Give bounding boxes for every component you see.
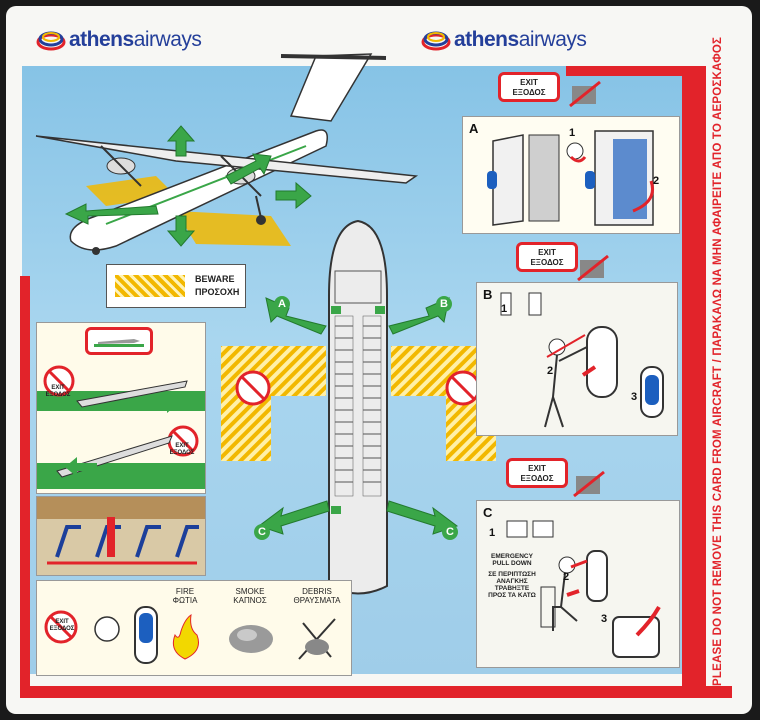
- debris-label-gr: ΘΡΑΥΣΜΑΤΑ: [293, 596, 341, 605]
- logo-swirl-icon: [36, 31, 66, 51]
- emergency-gr-2: ΑΝΑΓΚΗΣ: [496, 578, 528, 585]
- emergency-gr-1: ΣΕ ΠΕΡΙΠΤΩΣΗ: [488, 571, 536, 578]
- emergency-exit-icon: [506, 520, 661, 658]
- brand-name-bold: athens: [454, 28, 519, 51]
- red-border: [20, 276, 30, 696]
- exit-label-gr: ΕΞΟΔΟΣ: [49, 626, 75, 632]
- emergency-gr-4: ΠΡΟΣ ΤΑ ΚΑΤΩ: [488, 592, 536, 599]
- exit-label-en: EXIT: [538, 248, 556, 257]
- exit-letter-c: C: [254, 524, 270, 540]
- smoke-label-en: SMOKE: [235, 587, 265, 596]
- passenger-window-icon: [94, 606, 158, 664]
- no-baggage-icon: [573, 470, 605, 498]
- exit-a-letter: A: [469, 121, 479, 136]
- emergency-instruction: EMERGENCY PULL DOWN ΣΕ ΠΕΡΙΠΤΩΣΗ ΑΝΑΓΚΗΣ…: [483, 553, 541, 599]
- exit-label-gr: ΕΞΟΔΟΣ: [512, 88, 546, 97]
- debris-label-en: DEBRIS: [302, 587, 332, 596]
- exit-label-en: EXIT: [528, 464, 546, 473]
- step-2: 2: [653, 175, 660, 187]
- emergency-en-1: EMERGENCY: [491, 553, 533, 560]
- exit-letter-c: C: [442, 524, 458, 540]
- exit-b-panel: B 1 2 3: [476, 282, 678, 436]
- exit-c-panel: C 1 2 3 EMERGENCY PULL DOWN ΣΕ ΠΕΡΙΠΤΩΣΗ…: [476, 500, 680, 668]
- step-2: 2: [547, 365, 554, 377]
- overwing-exit-icon: [500, 292, 664, 428]
- brand-logo: athensairways: [36, 28, 202, 52]
- ditching-aircraft-box: [85, 327, 153, 355]
- beware-label-en: BEWARE: [195, 274, 235, 284]
- exit-a-panel: A 1 2: [462, 116, 680, 234]
- hazard-swatch: [115, 275, 185, 297]
- exit-letter-b: B: [436, 296, 452, 312]
- side-notice: PLEASE DO NOT REMOVE THIS CARD FROM AIRC…: [712, 36, 724, 686]
- step-2: 2: [563, 571, 570, 583]
- brand-name-light: airways: [133, 28, 202, 51]
- exit-b-letter: B: [483, 287, 493, 302]
- brace-seats-icon: [37, 497, 205, 565]
- hazard-zone-left: [221, 346, 326, 461]
- exit-c-letter: C: [483, 505, 493, 520]
- debris-icon: [298, 618, 336, 660]
- safety-card: athensairways athensairways PLEASE DO NO…: [6, 6, 752, 714]
- seat-rows: [334, 315, 382, 497]
- exit-label-en: EXIT: [175, 443, 189, 449]
- no-baggage-icon: [577, 254, 609, 282]
- red-border: [682, 66, 706, 698]
- exit-label-gr: ΕΞΟΔΟΣ: [520, 474, 554, 483]
- escape-arrows: [64, 125, 312, 247]
- emergency-gr-3: ΤΡΑΒΗΞΤΕ: [494, 585, 530, 592]
- exit-label-en: EXIT: [51, 385, 65, 391]
- exit-letter-a: A: [274, 296, 290, 312]
- brace-position-panel: [36, 496, 206, 576]
- beware-legend: BEWARE ΠΡΟΣΟΧΗ: [106, 264, 246, 308]
- red-border: [20, 686, 732, 698]
- brand-logo: athensairways: [421, 28, 587, 52]
- step-1: 1: [501, 303, 508, 315]
- no-exit-icon: [44, 610, 78, 644]
- cabin-plan: [221, 219, 496, 595]
- exit-label-en: EXIT: [55, 619, 69, 625]
- exit-label-en: EXIT: [520, 78, 538, 87]
- exit-label-gr: ΕΞΟΔΟΣ: [530, 258, 564, 267]
- no-baggage-icon: [569, 80, 601, 108]
- smoke-label-gr: ΚΑΠΝΟΣ: [233, 596, 267, 605]
- exit-label-gr: ΕΞΟΔΟΣ: [45, 392, 71, 398]
- step-1: 1: [489, 527, 496, 539]
- step-1: 1: [569, 127, 576, 139]
- emergency-en-2: PULL DOWN: [492, 560, 532, 567]
- fire-label-en: FIRE: [175, 587, 195, 596]
- fire-icon: [172, 613, 199, 660]
- fire-label-gr: ΦΩΤΙΑ: [172, 596, 198, 605]
- aircraft-illustration: [35, 53, 419, 255]
- logo-swirl-icon: [421, 31, 451, 51]
- plane-on-water-icon: [94, 339, 144, 347]
- step-3: 3: [631, 391, 638, 403]
- beware-label-gr: ΠΡΟΣΟΧΗ: [195, 287, 240, 297]
- door-operation-icon: [487, 130, 654, 226]
- brand-name-bold: athens: [69, 28, 134, 51]
- brand-name-light: airways: [518, 28, 587, 51]
- smoke-icon: [229, 625, 273, 653]
- step-3: 3: [601, 613, 608, 625]
- exit-label-gr: ΕΞΟΔΟΣ: [169, 450, 195, 456]
- red-border: [566, 66, 706, 76]
